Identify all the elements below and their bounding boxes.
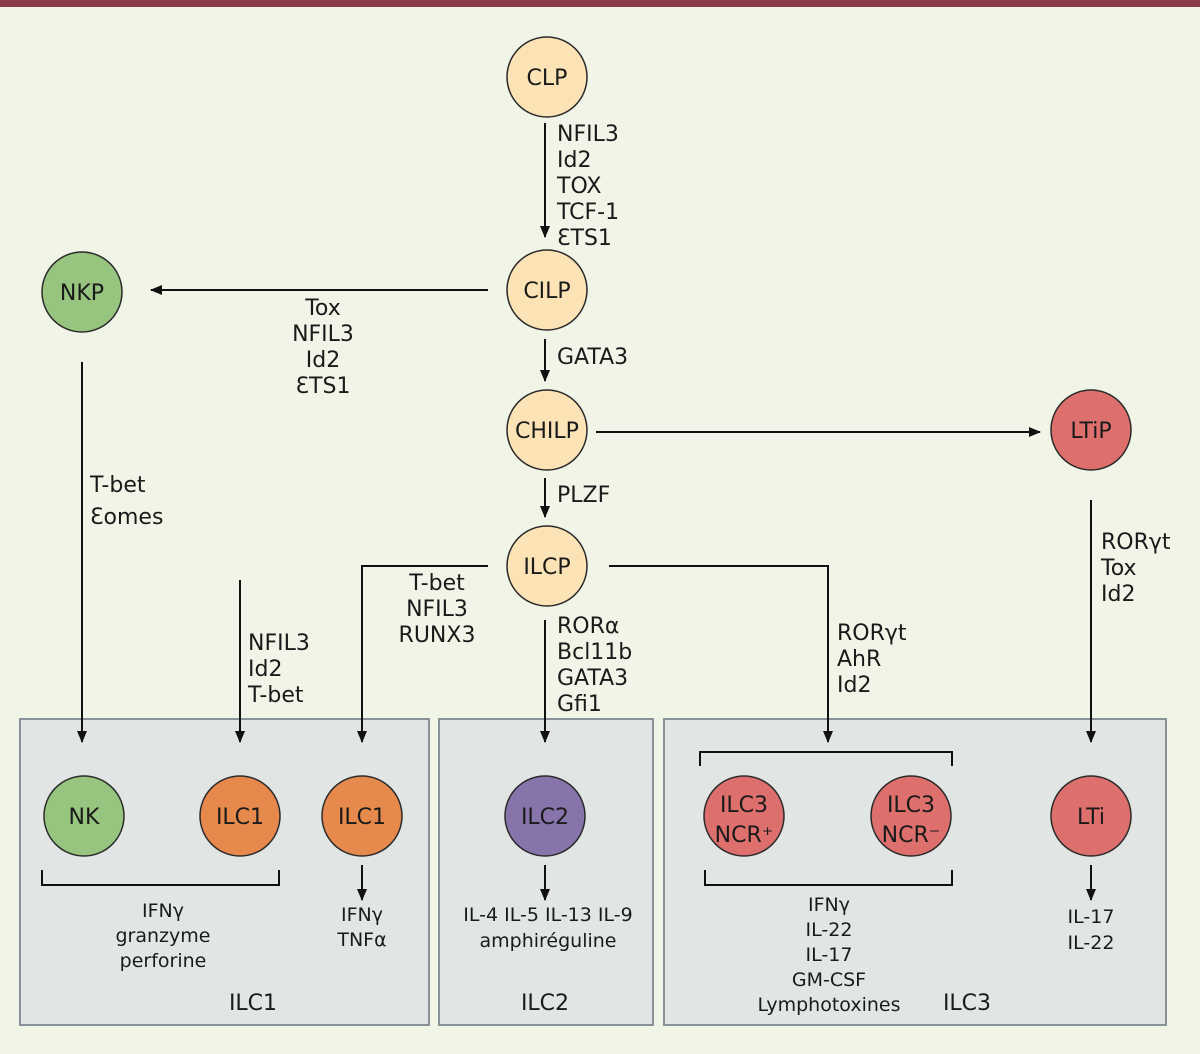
group-ilc2-label: ILC2 — [521, 991, 569, 1016]
out-ilc2-0: IL-4 IL-5 IL-13 IL-9 — [463, 904, 632, 926]
ilc1-a-label: ILC1 — [216, 805, 264, 830]
out-ilc3-2: IL-17 — [806, 944, 853, 966]
ilcp-node — [506, 525, 588, 607]
ilc3-ncr-pos-label-1: ILC3 — [720, 793, 768, 818]
tf-cilp-nkp-2: Id2 — [306, 348, 340, 373]
tf-ilc3-1: AhR — [837, 647, 881, 672]
ilc1-b-label: ILC1 — [338, 805, 386, 830]
ilc3-bottom-bracket — [704, 870, 953, 886]
tf-ilc2-1: Bcl11b — [557, 640, 632, 665]
tf-cilp-nkp-1: NFIL3 — [292, 322, 354, 347]
tf-clp-cilp-1: Id2 — [557, 148, 591, 173]
cilp-label: CILP — [523, 279, 570, 304]
tf-lti-1: Tox — [1100, 556, 1137, 581]
tf-ilc1b-0: T-bet — [408, 571, 465, 596]
clp-node — [506, 36, 588, 118]
tf-nkp-nk-0: T-bet — [89, 473, 146, 498]
nkp-label: NKP — [60, 281, 104, 306]
nk-label: NK — [69, 805, 100, 830]
out-nk-ilc1-1: granzyme — [116, 925, 211, 947]
tf-lti-0: RORγt — [1101, 530, 1171, 555]
nkp-node — [41, 251, 123, 333]
ilc3-ncr-neg-label-1: ILC3 — [887, 793, 935, 818]
tf-chilp-ilcp-0: PLZF — [557, 483, 610, 508]
out-ilc3-3: GM-CSF — [792, 969, 866, 991]
ilc1-a-node — [199, 775, 281, 857]
tf-ilc1a-2: T-bet — [247, 683, 304, 708]
out-ilc2-1: amphiréguline — [479, 930, 616, 952]
out-ilc3-0: IFNγ — [808, 894, 850, 916]
brackets — [41, 751, 953, 886]
ilc3-ncr-neg-node — [870, 775, 952, 857]
ltip-label: LTiP — [1070, 419, 1111, 444]
out-nk-ilc1-2: perforine — [120, 950, 207, 972]
arrow-ilcp-ilc3 — [609, 565, 833, 743]
tf-ilc1a-1: Id2 — [248, 657, 282, 682]
arrows — [77, 123, 1096, 901]
ilc2-node — [504, 775, 586, 857]
tf-cilp-nkp-0: Tox — [304, 296, 341, 321]
tf-cilp-chilp-0: GATA3 — [557, 345, 628, 370]
tf-ilc2-2: GATA3 — [557, 666, 628, 691]
lti-node — [1050, 775, 1132, 857]
cilp-node — [506, 249, 588, 331]
ilc3-ncr-neg-label-2: NCR⁻ — [882, 823, 941, 848]
nodes — [41, 36, 1132, 857]
tf-ilc1a-0: NFIL3 — [248, 631, 310, 656]
ilc3-ncr-pos-node — [703, 775, 785, 857]
top-bar — [0, 0, 1200, 7]
ilc1-group-box — [19, 718, 430, 1026]
tf-clp-cilp-0: NFIL3 — [557, 122, 619, 147]
out-ilc3-1: IL-22 — [806, 919, 853, 941]
ilc3-group-box — [663, 718, 1167, 1026]
arrow-ilcp-ilc1b — [357, 565, 488, 743]
chilp-label: CHILP — [515, 419, 579, 444]
out-ilc1b-1: TNFα — [336, 929, 386, 951]
tf-nkp-nk-1: Ɛomes — [90, 505, 163, 530]
ilc1-b-node — [321, 775, 403, 857]
ilc3-top-bracket — [699, 751, 953, 766]
tf-ilc2-3: Gfi1 — [557, 692, 602, 717]
nk-node — [43, 775, 125, 857]
tf-lti-2: Id2 — [1101, 582, 1135, 607]
tf-ilc2-0: RORα — [557, 614, 619, 639]
tf-ilc1b-2: RUNX3 — [399, 623, 476, 648]
chilp-node — [506, 389, 588, 471]
out-ilc1b-0: IFNγ — [341, 904, 383, 926]
tf-ilc3-0: RORγt — [837, 621, 907, 646]
tf-clp-cilp-2: TOX — [556, 174, 601, 199]
tf-clp-cilp-4: ƐTS1 — [557, 226, 612, 251]
lti-label: LTi — [1077, 805, 1105, 830]
group-ilc1-label: ILC1 — [229, 991, 277, 1016]
out-lti-0: IL-17 — [1068, 906, 1115, 928]
tf-clp-cilp-3: TCF-1 — [556, 200, 619, 225]
out-nk-ilc1-0: IFNγ — [142, 900, 184, 922]
ilcp-label: ILCP — [523, 555, 570, 580]
out-lti-1: IL-22 — [1068, 932, 1115, 954]
group-ilc3-label: ILC3 — [943, 991, 991, 1016]
clp-label: CLP — [527, 66, 568, 91]
tf-cilp-nkp-3: ƐTS1 — [296, 374, 351, 399]
nk-ilc1-bracket — [41, 870, 280, 886]
ltip-node — [1050, 389, 1132, 471]
ilc2-label: ILC2 — [521, 805, 569, 830]
ilc3-ncr-pos-label-2: NCR⁺ — [715, 823, 774, 848]
tf-ilc1b-1: NFIL3 — [406, 597, 468, 622]
tf-ilc3-2: Id2 — [837, 673, 871, 698]
out-ilc3-4: Lymphotoxines — [758, 994, 901, 1016]
